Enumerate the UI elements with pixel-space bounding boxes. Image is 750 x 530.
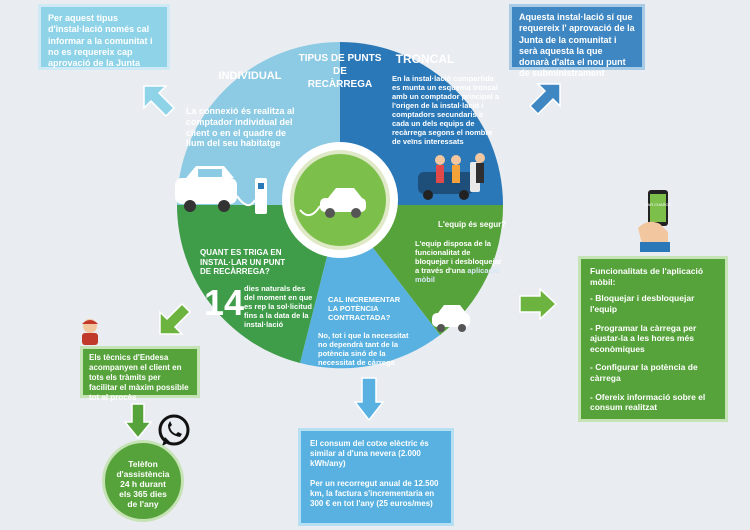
segment-time [177,205,340,363]
security-text: L'equip disposa de la funcionalitat de b… [415,239,505,284]
arrow-down-left-icon [159,302,192,335]
time-number: 14 [204,282,245,323]
technician-icon [76,316,104,346]
security-text-main: L'equip disposa de la funcionalitat de b… [415,239,502,275]
phone-assistance-text: Telèfon d'assistència 24 h durant els 36… [116,459,170,510]
arrow-down-green-icon [124,403,152,440]
security-question: L'equip és segur? [438,220,507,229]
arrow-up-right-icon [528,83,561,116]
note-individual: Per aquest tipus d'instal·lació només ca… [38,4,170,70]
troncal-people-icon [418,153,485,200]
power-car-icon [432,305,470,332]
app-item: - Programar la càrrega per ajustar-la a … [590,322,697,354]
endesa-note-text: Els tècnics d'Endesa acompanyen el clien… [89,353,189,402]
power-text: No, tot i que la necessitat no dependrà … [318,331,409,367]
app-box: Funcionalitats de l'aplicació mòbil: - B… [578,256,728,422]
endesa-note: Els tècnics d'Endesa acompanyen el clien… [80,346,200,402]
time-text: dies naturals des del moment en que es r… [244,284,313,329]
app-title: Funcionalitats de l'aplicació mòbil: [590,266,704,287]
app-item: - Ofereix informació sobre el consum rea… [590,391,706,413]
app-item: - Configurar la potència de càrrega [590,362,698,383]
arrow-right-icon [519,287,558,321]
center-car-icon [299,188,366,218]
arrow-up-left-icon [143,85,176,118]
individual-text: La connexió és realitza al comptador ind… [186,106,295,149]
whatsapp-icon [156,413,192,449]
individual-title: INDIVIDUAL [218,70,282,82]
center-title-line2: DE [333,66,347,77]
app-item: - Bloquejar i desbloquejar l'equip [590,293,695,314]
individual-car-icon [175,166,267,214]
troncal-title: TRONCAL [395,52,455,66]
note-troncal: Aquesta instal·lació sí que requereix l'… [509,4,645,78]
consumption-p2: Per un recorregut anual de 12.500 km, la… [310,479,439,508]
hand-phone-icon: CAR CHARGE [634,188,676,254]
note-troncal-text: Aquesta instal·lació sí que requereix l'… [519,12,635,79]
center-title: TIPUS DE PUNTS DE RECÀRREGA [290,52,390,91]
consumption-box: El consum del cotxe elèctric és similar … [298,428,454,526]
consumption-p1: El consum del cotxe elèctric és similar … [310,439,429,468]
time-question: QUANT ES TRIGA EN INSTAL·LAR UN PUNT DE … [200,248,286,277]
phone-assistance: Telèfon d'assistència 24 h durant els 36… [102,440,184,522]
center-title-line3: RECÀRREGA [307,79,373,90]
phone-screen-text: CAR CHARGE [645,202,672,207]
center-title-line1: TIPUS DE PUNTS [298,53,382,64]
arrow-down-icon [354,377,384,422]
note-individual-text: Per aquest tipus d'instal·lació només ca… [48,13,153,68]
troncal-text: En la instal·lació compartida es munta u… [392,74,500,146]
security-text-highlight: aplicació mòbil [415,266,500,284]
power-question: CAL INCREMENTAR LA POTÈNCIA CONTRACTADA? [328,295,401,322]
